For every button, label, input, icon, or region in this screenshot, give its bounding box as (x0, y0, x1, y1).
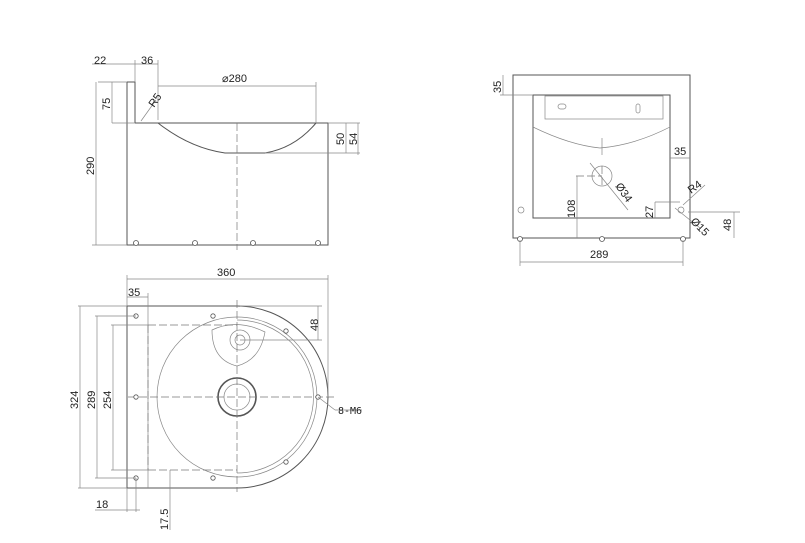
dim-27: 27 (644, 206, 656, 218)
dim-35: 35 (128, 287, 140, 299)
dim-54: 54 (348, 133, 360, 145)
dim-36: 36 (141, 55, 153, 67)
dim-289: 289 (590, 249, 608, 261)
top-view: 360 35 48 324 289 254 8-M6 18 17.5 (69, 267, 362, 530)
dim-289: 289 (86, 391, 98, 409)
dim-r4: R4 (686, 179, 704, 197)
dim-108: 108 (566, 200, 578, 218)
dim-dia34: Ø34 (613, 181, 635, 205)
dim-35-right: 35 (674, 146, 686, 158)
dim-18: 18 (96, 499, 108, 511)
dim-dia15: Ø15 (688, 216, 711, 239)
dim-324: 324 (69, 391, 81, 409)
bolt-callout: 8-M6 (338, 406, 362, 417)
dim-dia280: ⌀280 (222, 73, 247, 85)
dim-290: 290 (85, 157, 97, 175)
dim-254: 254 (102, 391, 114, 409)
dim-r5: R5 (147, 91, 165, 109)
dim-22: 22 (94, 55, 106, 67)
dim-48: 48 (309, 319, 321, 331)
dim-35-top: 35 (492, 81, 504, 93)
dim-17-5: 17.5 (159, 509, 171, 530)
front-view: 35 35 Ø34 R4 108 27 Ø15 48 289 (492, 74, 740, 266)
dim-50: 50 (335, 133, 347, 145)
dim-75: 75 (101, 98, 113, 110)
dim-48: 48 (722, 219, 734, 231)
dim-360: 360 (217, 267, 235, 279)
side-view: 22 36 ⌀280 75 R5 290 50 54 (85, 55, 360, 250)
